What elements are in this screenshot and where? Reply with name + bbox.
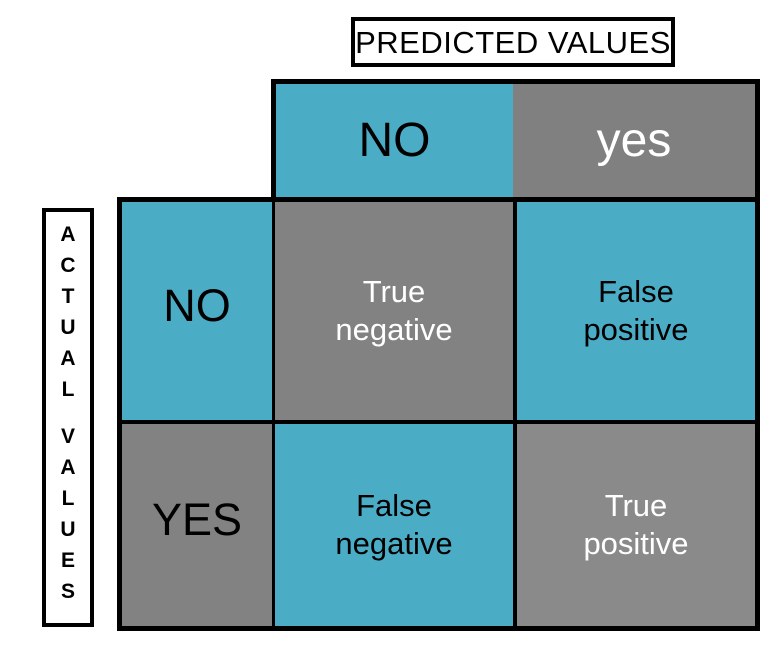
predicted-header-yes-label: yes: [596, 113, 672, 167]
matrix-cell-true-negative-line2: negative: [335, 312, 453, 347]
matrix-cell-false-positive-text: False positive: [577, 273, 694, 349]
actual-row-label-yes: YES: [122, 424, 272, 626]
actual-values-letter: L: [61, 487, 75, 510]
confusion-matrix-body: NO True negative False positive YES Fals…: [117, 197, 760, 631]
matrix-cell-true-positive-text: True positive: [577, 487, 694, 563]
matrix-row-actual-no: NO True negative False positive: [122, 202, 755, 420]
actual-values-letter: U: [60, 518, 76, 541]
matrix-cell-false-positive-line1: False: [598, 274, 674, 310]
matrix-cell-false-negative-text: False negative: [329, 487, 458, 563]
actual-values-axis-title: A C T U A L V A L U E S: [42, 208, 94, 627]
actual-values-letter: T: [61, 285, 75, 308]
matrix-cell-true-positive-line2: positive: [583, 526, 689, 561]
actual-row-label-no: NO: [122, 202, 272, 420]
matrix-cell-false-negative-line2: negative: [335, 526, 453, 561]
actual-values-letter: E: [60, 549, 75, 572]
predicted-values-label: PREDICTED VALUES: [355, 24, 671, 60]
predicted-header-yes: yes: [513, 84, 755, 197]
actual-values-letter: S: [60, 580, 75, 603]
actual-values-letter: L: [61, 378, 75, 401]
matrix-cell-true-negative-text: True negative: [329, 273, 458, 349]
actual-row-label-no-text: NO: [163, 279, 231, 331]
matrix-cell-false-negative-line1: False: [356, 488, 432, 524]
predicted-header-no-label: NO: [358, 113, 431, 167]
matrix-row-actual-yes: YES False negative True positive: [122, 420, 755, 626]
actual-row-label-yes-text: YES: [151, 493, 243, 545]
matrix-cell-true-positive: True positive: [517, 424, 755, 626]
matrix-cell-true-positive-line1: True: [604, 488, 668, 524]
matrix-cell-true-negative-line1: True: [362, 274, 426, 310]
matrix-cell-false-positive-line2: positive: [583, 312, 689, 347]
matrix-cell-false-positive: False positive: [517, 202, 755, 420]
predicted-header-no: NO: [276, 84, 513, 197]
predicted-header-row: NO yes: [271, 79, 760, 202]
actual-values-letter: U: [60, 316, 76, 339]
actual-values-letter: C: [60, 254, 76, 277]
actual-values-letter: A: [60, 223, 76, 246]
matrix-cell-false-negative: False negative: [275, 424, 513, 626]
actual-values-letter: A: [60, 456, 76, 479]
actual-values-letter: A: [60, 347, 76, 370]
predicted-values-axis-title: PREDICTED VALUES: [351, 17, 675, 67]
actual-values-letter-space: [46, 405, 90, 421]
matrix-cell-true-negative: True negative: [275, 202, 513, 420]
actual-values-letter: V: [60, 425, 75, 448]
